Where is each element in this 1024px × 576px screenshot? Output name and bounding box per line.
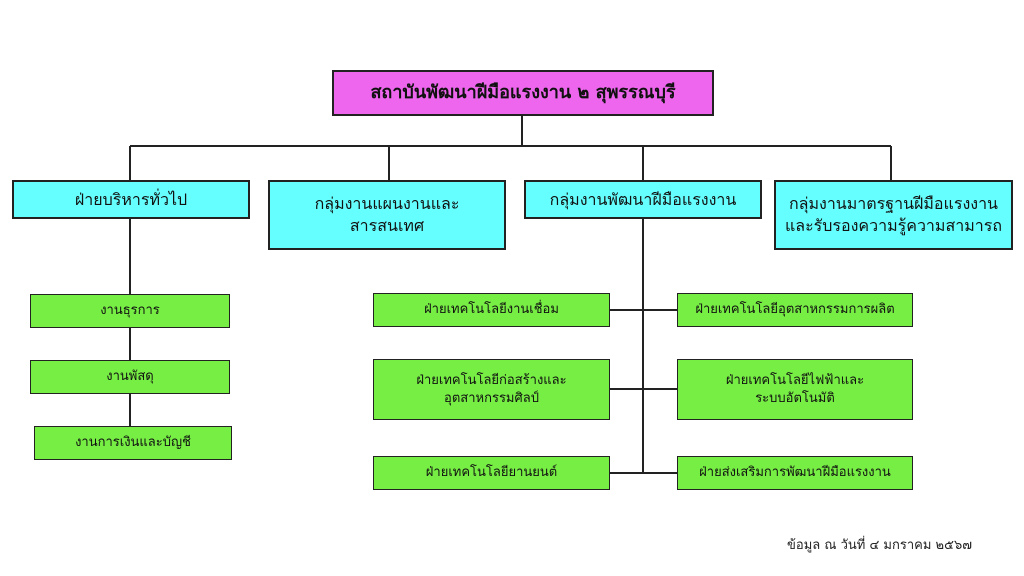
division-skill-standards: กลุ่มงานมาตรฐานฝีมือแรงงาน และรับรองความ… [774,180,1013,250]
unit-label-line: ฝ่ายเทคโนโลยีไฟฟ้าและ [725,372,865,388]
division-skill-development: กลุ่มงานพัฒนาฝีมือแรงงาน [524,180,762,219]
unit-label-line: ระบบอัตโนมัติ [755,390,835,406]
unit-label-line: อุตสาหกรรมศิลป์ [444,390,539,406]
unit-label: งานพัสดุ [106,369,154,385]
unit-label-line: ฝ่ายเทคโนโลยีก่อสร้างและ [416,372,567,388]
division-label: กลุ่มงานพัฒนาฝีมือแรงงาน [549,189,737,209]
root-label: สถาบันพัฒนาฝีมือแรงงาน ๒ สุพรรณบุรี [370,81,676,103]
unit-skill-promotion: ฝ่ายส่งเสริมการพัฒนาฝีมือแรงงาน [677,456,913,490]
unit-label: ฝ่ายเทคโนโลยีงานเชื่อม [424,302,559,318]
data-date-note: ข้อมูล ณ วันที่ ๔ มกราคม ๒๕๖๗ [787,538,972,553]
unit-automotive-tech: ฝ่ายเทคโนโลยียานยนต์ [373,456,610,490]
division-label-line: สารสนเทศ [349,216,425,235]
unit-welding-tech: ฝ่ายเทคโนโลยีงานเชื่อม [373,293,610,327]
unit-manufacturing-tech: ฝ่ายเทคโนโลยีอุตสาหกรรมการผลิต [677,293,913,327]
division-label-line: กลุ่มงานแผนงานและ [314,194,460,214]
division-general-admin: ฝ่ายบริหารทั่วไป [12,180,250,219]
division-planning-it: กลุ่มงานแผนงานและ สารสนเทศ [268,180,506,250]
unit-construction-tech: ฝ่ายเทคโนโลยีก่อสร้างและ อุตสาหกรรมศิลป์ [373,359,610,420]
unit-label: ฝ่ายเทคโนโลยีอุตสาหกรรมการผลิต [695,302,895,318]
division-label: ฝ่ายบริหารทั่วไป [74,189,188,209]
division-label-line: กลุ่มงานมาตรฐานฝีมือแรงงาน [788,194,998,214]
unit-label: งานการเงินและบัญชี [75,435,191,451]
unit-electrical-automation-tech: ฝ่ายเทคโนโลยีไฟฟ้าและ ระบบอัตโนมัติ [677,359,913,420]
unit-procurement: งานพัสดุ [30,360,230,394]
unit-label: งานธุรการ [100,303,160,319]
unit-label: ฝ่ายส่งเสริมการพัฒนาฝีมือแรงงาน [699,465,891,481]
division-label-line: และรับรองความรู้ความสามารถ [784,216,1003,235]
unit-finance-accounting: งานการเงินและบัญชี [34,426,232,460]
unit-label: ฝ่ายเทคโนโลยียานยนต์ [425,465,558,481]
unit-general-affairs: งานธุรการ [30,294,230,328]
root-node: สถาบันพัฒนาฝีมือแรงงาน ๒ สุพรรณบุรี [332,70,714,116]
